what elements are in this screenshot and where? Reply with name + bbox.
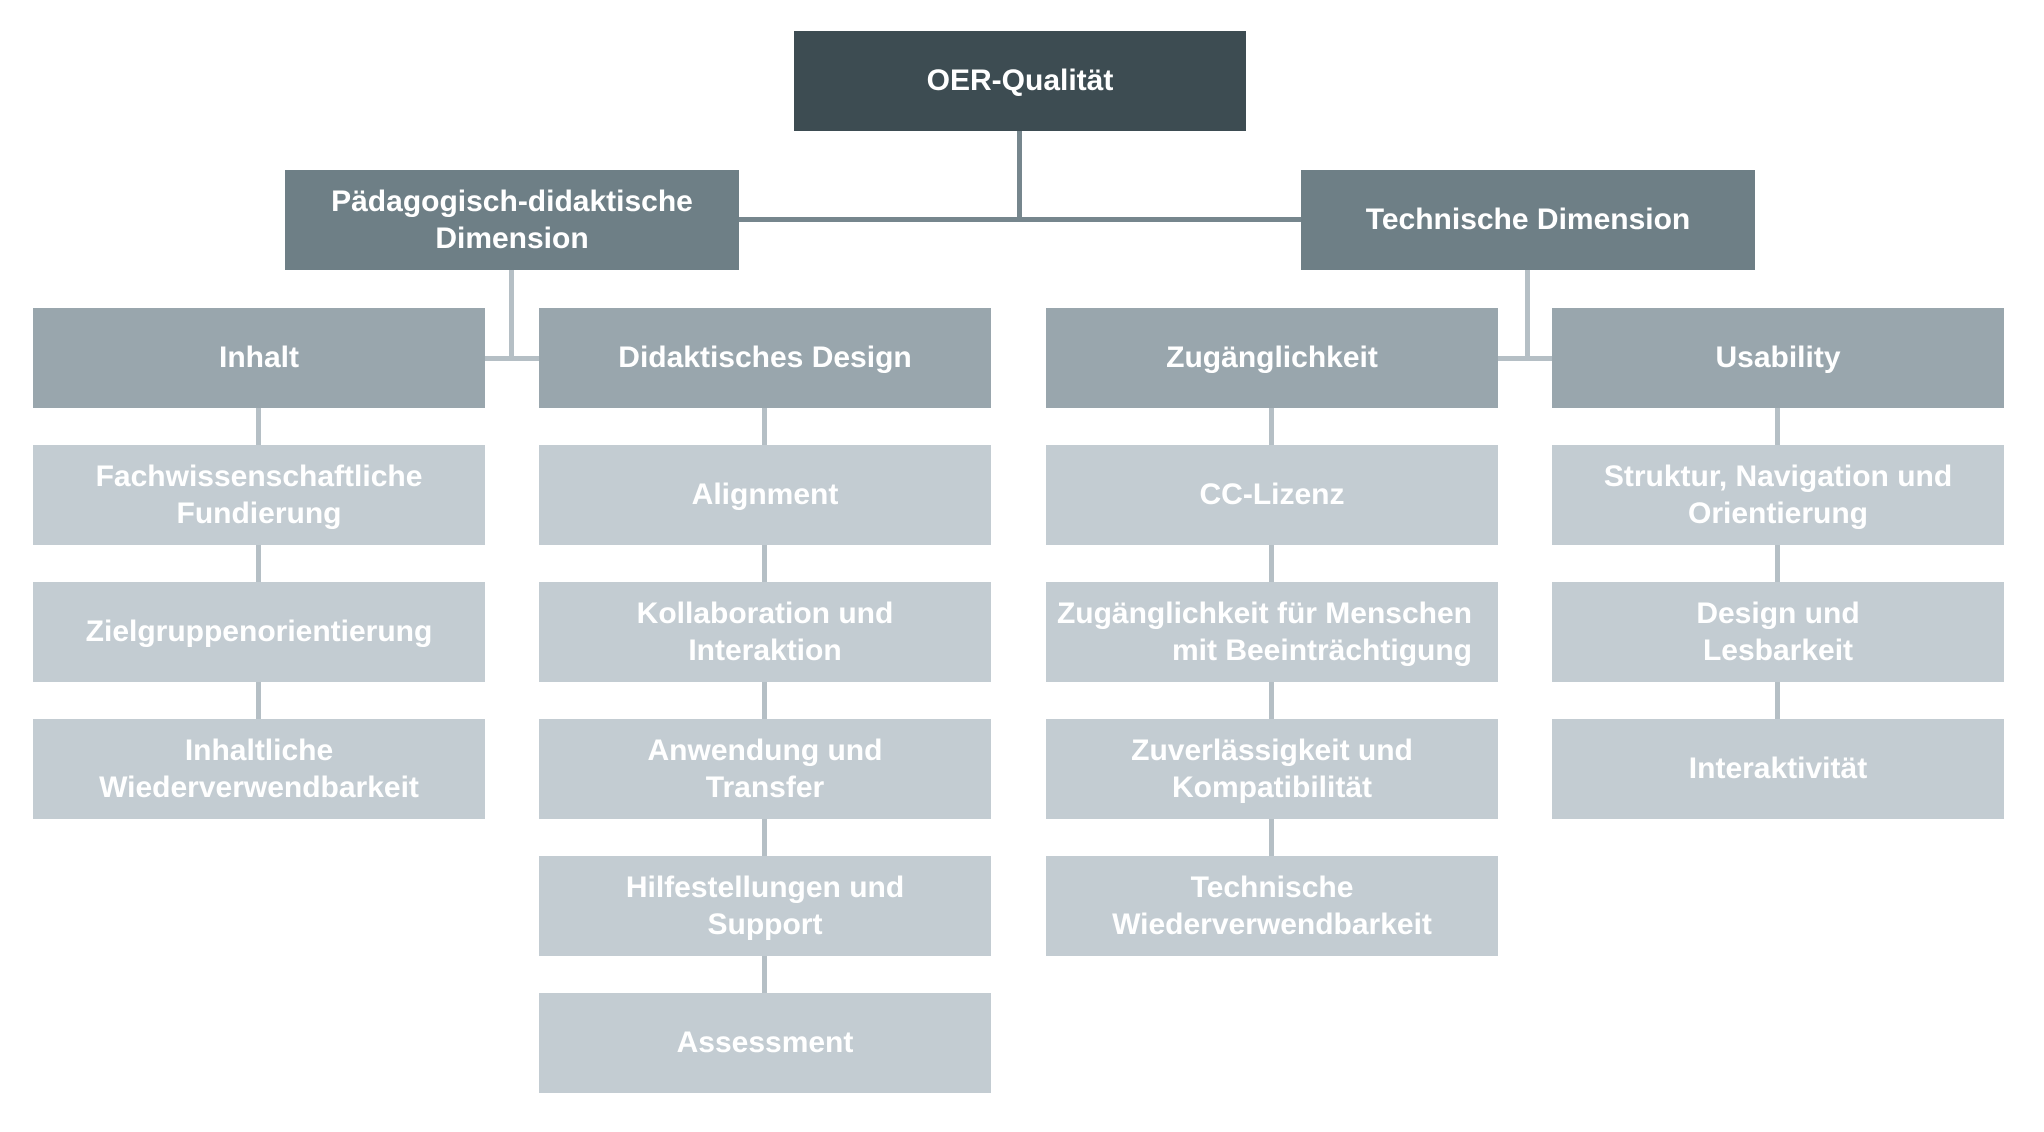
- node-design-und-lesbarkeit: Design und Lesbarkeit: [1552, 582, 2004, 682]
- connector-usability-item-2: [1775, 545, 1780, 582]
- connector-didaktisches-item-2: [762, 545, 767, 582]
- connector-zugaenglichkeit-item-3: [1269, 682, 1274, 719]
- connector-right-dimension-vertical: [1525, 270, 1530, 361]
- node-fachwissenschaftliche-fundierung: Fachwissenschaftliche Fundierung: [33, 445, 485, 545]
- node-anwendung-und-transfer: Anwendung und Transfer: [539, 719, 991, 819]
- node-technische-wiederverwendbarkeit: Technische Wiederverwendbarkeit: [1046, 856, 1498, 956]
- node-inhaltliche-wiederverwendbarkeit: Inhaltliche Wiederverwendbarkeit: [33, 719, 485, 819]
- connector-inhalt-item-1: [256, 408, 261, 445]
- node-paedagogisch-didaktische-dimension: Pädagogisch-didaktische Dimension: [285, 170, 739, 270]
- connector-didaktisches-item-4: [762, 819, 767, 856]
- node-zielgruppenorientierung: Zielgruppenorientierung: [33, 582, 485, 682]
- connector-right-dimension-stub: [1498, 356, 1552, 361]
- connector-root-horizontal: [739, 217, 1301, 222]
- connector-zugaenglichkeit-item-4: [1269, 819, 1274, 856]
- connector-didaktisches-item-3: [762, 682, 767, 719]
- connector-inhalt-item-3: [256, 682, 261, 719]
- connector-usability-item-1: [1775, 408, 1780, 445]
- connector-zugaenglichkeit-item-1: [1269, 408, 1274, 445]
- connector-didaktisches-item-1: [762, 408, 767, 445]
- node-inhalt: Inhalt: [33, 308, 485, 408]
- node-usability: Usability: [1552, 308, 2004, 408]
- connector-root-vertical: [1017, 131, 1022, 222]
- node-zugaenglichkeit: Zugänglichkeit: [1046, 308, 1498, 408]
- node-cc-lizenz: CC-Lizenz: [1046, 445, 1498, 545]
- node-interaktivitaet: Interaktivität: [1552, 719, 2004, 819]
- connector-usability-item-3: [1775, 682, 1780, 719]
- node-alignment: Alignment: [539, 445, 991, 545]
- node-oer-qualitaet: OER-Qualität: [794, 31, 1246, 131]
- node-assessment: Assessment: [539, 993, 991, 1093]
- node-didaktisches-design: Didaktisches Design: [539, 308, 991, 408]
- connector-left-dimension-stub: [485, 356, 539, 361]
- node-zugaenglichkeit-fuer-menschen-mit-beeintraechtigung: Zugänglichkeit für Menschen mit Beeinträ…: [1046, 582, 1498, 682]
- connector-inhalt-item-2: [256, 545, 261, 582]
- node-hilfestellungen-und-support: Hilfestellungen und Support: [539, 856, 991, 956]
- node-technische-dimension: Technische Dimension: [1301, 170, 1755, 270]
- node-zuverlaessigkeit-und-kompatibilitaet: Zuverlässigkeit und Kompatibilität: [1046, 719, 1498, 819]
- connector-left-dimension-vertical: [509, 270, 514, 361]
- node-kollaboration-und-interaktion: Kollaboration und Interaktion: [539, 582, 991, 682]
- node-struktur-navigation-und-orientierung: Struktur, Navigation und Orientierung: [1552, 445, 2004, 545]
- connector-zugaenglichkeit-item-2: [1269, 545, 1274, 582]
- connector-didaktisches-item-5: [762, 956, 767, 993]
